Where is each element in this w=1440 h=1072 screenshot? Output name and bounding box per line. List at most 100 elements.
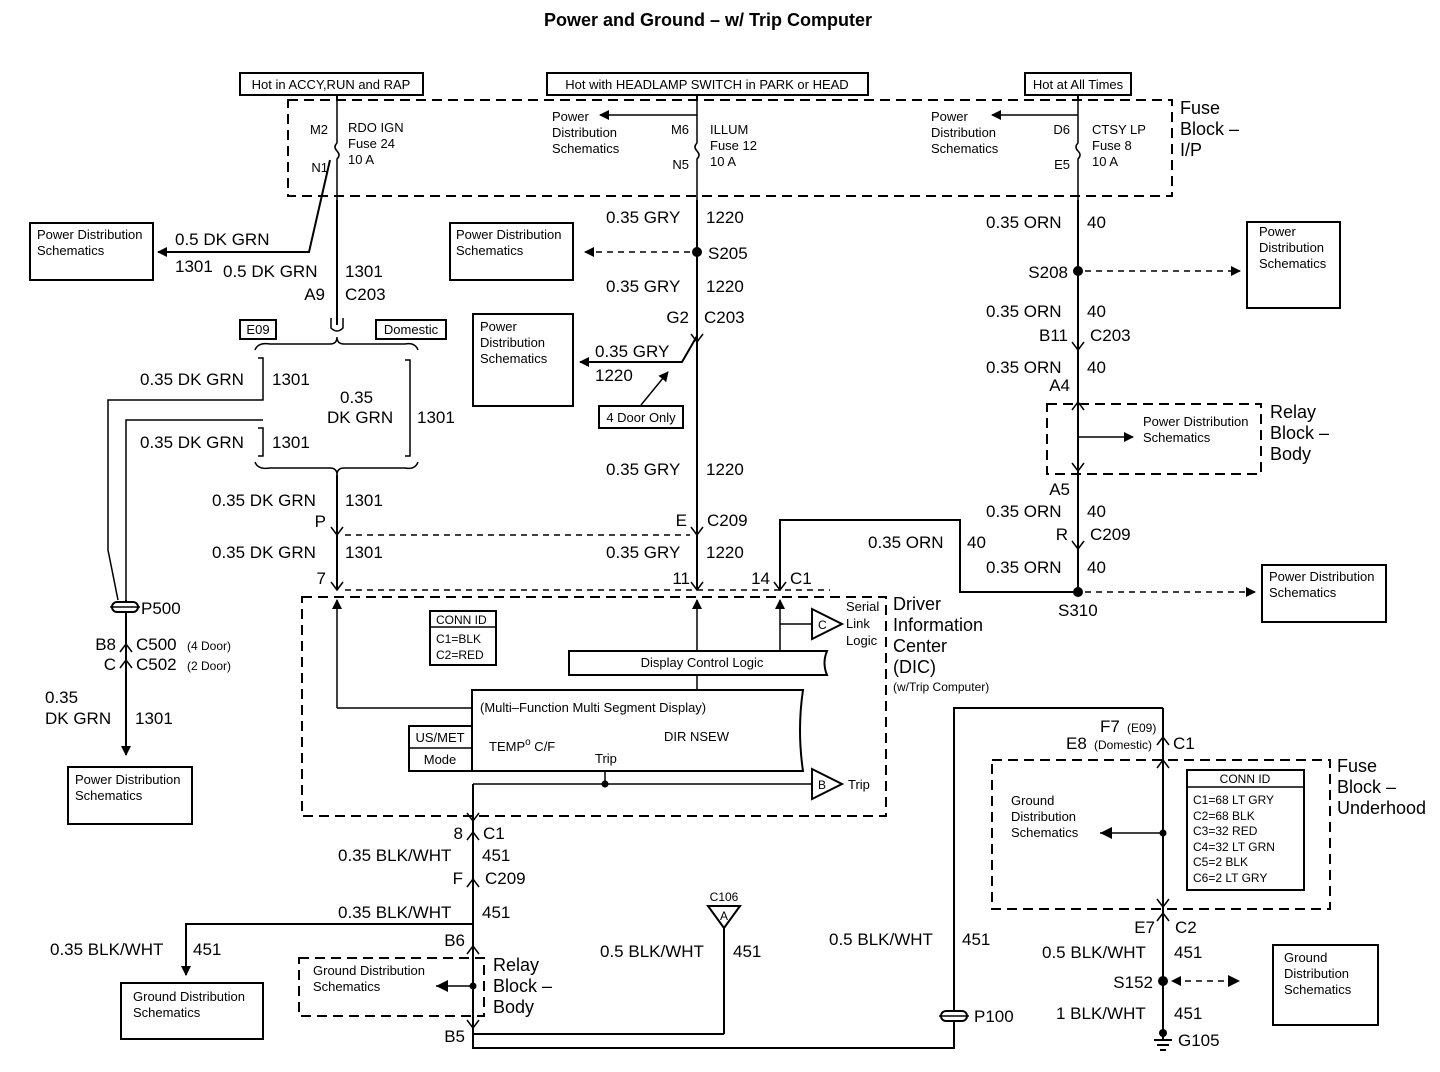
svg-text:(E09): (E09): [1127, 721, 1156, 735]
svg-text:C1=BLK: C1=BLK: [436, 632, 481, 646]
splice-s205-dot: [692, 247, 702, 257]
svg-text:E: E: [676, 511, 687, 530]
svg-text:Display Control Logic: Display Control Logic: [641, 655, 764, 670]
svg-text:S205: S205: [708, 244, 748, 263]
svg-text:N5: N5: [672, 157, 689, 172]
svg-text:F7: F7: [1100, 717, 1120, 736]
svg-text:1220: 1220: [706, 460, 744, 479]
svg-text:1 BLK/WHT: 1 BLK/WHT: [1056, 1004, 1146, 1023]
svg-text:Hot at All Times: Hot at All Times: [1033, 77, 1124, 92]
svg-text:C5=2 BLK: C5=2 BLK: [1193, 855, 1248, 869]
svg-text:C1: C1: [1173, 734, 1195, 753]
svg-text:8: 8: [454, 824, 463, 843]
svg-text:40: 40: [967, 533, 986, 552]
svg-text:1301: 1301: [417, 408, 455, 427]
svg-text:C4=32 LT GRN: C4=32 LT GRN: [1193, 840, 1275, 854]
svg-text:14: 14: [751, 569, 770, 588]
svg-text:C: C: [104, 655, 116, 674]
svg-text:C203: C203: [704, 308, 745, 327]
ground-c106: C106 A: [706, 890, 742, 930]
svg-text:0.35 GRY: 0.35 GRY: [606, 277, 680, 296]
hot-label-headlamp: Hot with HEADLAMP SWITCH in PARK or HEAD: [546, 72, 869, 96]
svg-text:US/MET: US/MET: [415, 730, 464, 745]
fuse-block-underhood: [991, 759, 1331, 910]
svg-text:0.35 DK GRN: 0.35 DK GRN: [140, 370, 244, 389]
us-met-mode-buttons: US/MET Mode: [408, 725, 473, 772]
svg-text:C1: C1: [483, 824, 505, 843]
svg-text:M6: M6: [671, 122, 689, 137]
svg-text:F: F: [453, 869, 463, 888]
svg-text:0.35 GRY: 0.35 GRY: [606, 543, 680, 562]
svg-text:R: R: [1056, 525, 1068, 544]
relay-block-body-right: [1046, 403, 1262, 475]
svg-text:0.5 DK GRN: 0.5 DK GRN: [223, 262, 317, 281]
svg-text:0.35: 0.35: [340, 388, 373, 407]
svg-text:0.35 ORN: 0.35 ORN: [986, 558, 1062, 577]
svg-text:(w/Trip Computer): (w/Trip Computer): [893, 680, 989, 694]
svg-text:1301: 1301: [135, 709, 173, 728]
svg-text:451: 451: [1174, 1004, 1202, 1023]
svg-text:0.35 DK GRN: 0.35 DK GRN: [212, 543, 316, 562]
fuse-block-ip: [287, 99, 1173, 197]
svg-text:C1: C1: [790, 569, 812, 588]
svg-text:1220: 1220: [706, 277, 744, 296]
svg-text:451: 451: [962, 930, 990, 949]
svg-text:0.35 DK GRN: 0.35 DK GRN: [212, 491, 316, 510]
svg-text:C3=32 RED: C3=32 RED: [1193, 824, 1258, 838]
svg-text:0.35 GRY: 0.35 GRY: [595, 342, 669, 361]
svg-text:CONN ID: CONN ID: [436, 613, 487, 627]
svg-text:1301: 1301: [272, 433, 310, 452]
svg-text:0.35: 0.35: [45, 688, 78, 707]
svg-text:1220: 1220: [706, 543, 744, 562]
hot-label-accy: Hot in ACCY,RUN and RAP: [239, 72, 424, 96]
svg-text:M2: M2: [310, 122, 328, 137]
svg-text:B6: B6: [444, 931, 465, 950]
svg-text:C106: C106: [710, 890, 739, 904]
svg-text:0.35 ORN: 0.35 ORN: [986, 502, 1062, 521]
svg-text:Hot in ACCY,RUN and RAP: Hot in ACCY,RUN and RAP: [252, 77, 411, 92]
svg-text:B8: B8: [95, 635, 116, 654]
svg-text:0.5 BLK/WHT: 0.5 BLK/WHT: [829, 930, 933, 949]
svg-text:0.5 DK GRN: 0.5 DK GRN: [175, 230, 269, 249]
svg-text:0.35 ORN: 0.35 ORN: [986, 358, 1062, 377]
svg-text:B5: B5: [444, 1027, 465, 1046]
svg-text:E8: E8: [1066, 734, 1087, 753]
diagram-title: Power and Ground – w/ Trip Computer: [544, 10, 872, 30]
svg-text:DK GRN: DK GRN: [45, 709, 111, 728]
splice-p100: P100: [939, 1007, 1014, 1026]
svg-text:E7: E7: [1134, 918, 1155, 937]
svg-text:C2: C2: [1175, 918, 1197, 937]
svg-text:C209: C209: [485, 869, 526, 888]
svg-text:C203: C203: [1090, 326, 1131, 345]
svg-text:C2=68 BLK: C2=68 BLK: [1193, 809, 1255, 823]
svg-text:451: 451: [733, 942, 761, 961]
svg-text:40: 40: [1087, 358, 1106, 377]
ground-g105: G105: [1154, 1029, 1220, 1051]
svg-text:0.5 BLK/WHT: 0.5 BLK/WHT: [1042, 943, 1146, 962]
svg-text:C2=RED: C2=RED: [436, 648, 484, 662]
svg-text:G2: G2: [666, 308, 689, 327]
svg-text:0.5 BLK/WHT: 0.5 BLK/WHT: [600, 942, 704, 961]
svg-text:TEMPo C/F: TEMPo C/F: [489, 737, 555, 754]
splice-p500: P500: [110, 599, 181, 618]
svg-text:C209: C209: [707, 511, 748, 530]
svg-text:Domestic: Domestic: [384, 322, 439, 337]
svg-text:P100: P100: [974, 1007, 1014, 1026]
